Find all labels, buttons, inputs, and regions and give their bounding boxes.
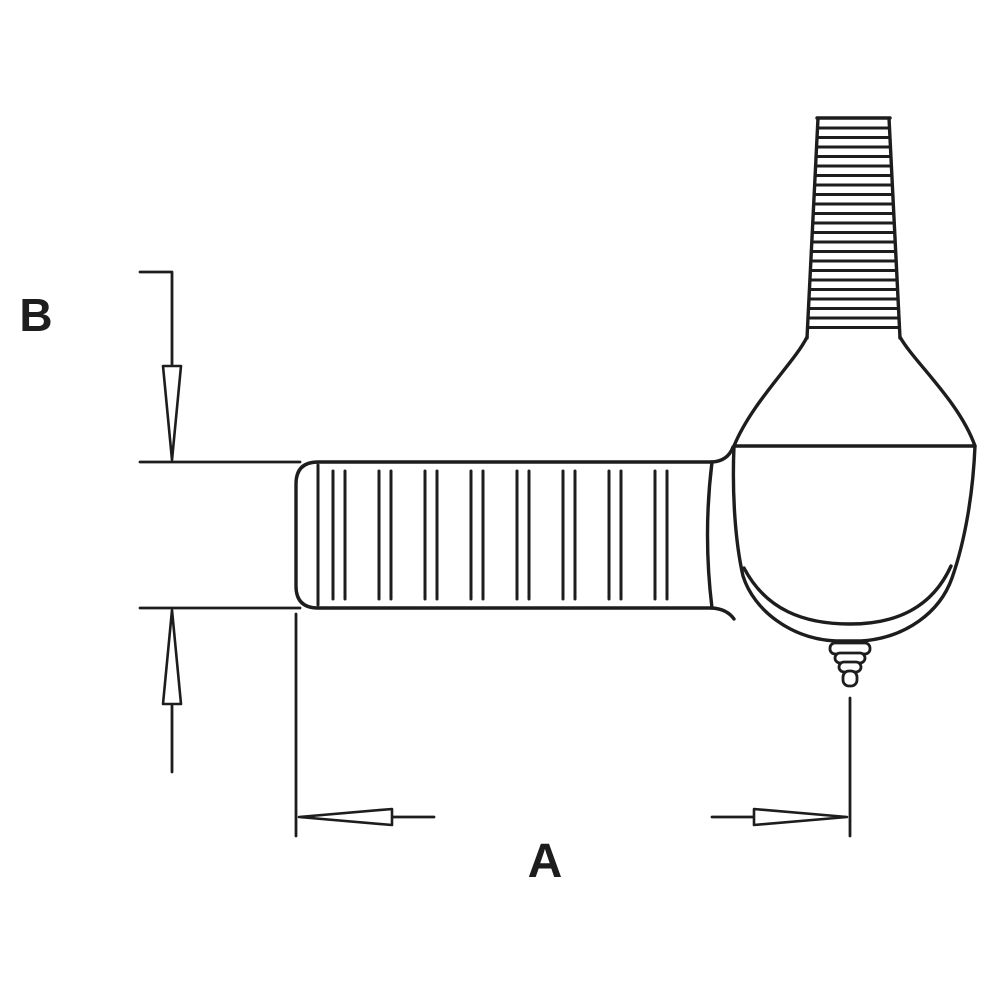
dim-a-arrow-left-icon [297, 807, 394, 827]
shaft-outline [294, 460, 714, 610]
dimension-b: B [19, 270, 302, 774]
ball-joint-housing [731, 335, 977, 643]
dimension-a: A [294, 612, 852, 888]
stud-outline [805, 116, 902, 340]
dimension-a-label: A [528, 835, 563, 888]
dim-a-arrow-right-icon [752, 807, 849, 827]
dimension-a-lines [294, 612, 852, 838]
housing-bottom-rim [742, 564, 953, 626]
dimension-b-label: B [19, 289, 52, 341]
shaft-collar-line [705, 460, 714, 610]
grease-fitting [828, 641, 872, 688]
shaft-thread-lines [331, 469, 669, 601]
threaded-stud [805, 116, 902, 340]
dim-b-arrow-down-icon [161, 364, 183, 462]
shaft-housing-flare [710, 445, 736, 621]
dim-b-arrow-up-icon [161, 608, 183, 706]
threaded-shaft [294, 445, 736, 621]
dimension-b-lines [138, 270, 302, 774]
housing-outline [731, 335, 977, 643]
stud-thread-lines [807, 126, 900, 329]
grease-fitting-tip [841, 669, 859, 688]
